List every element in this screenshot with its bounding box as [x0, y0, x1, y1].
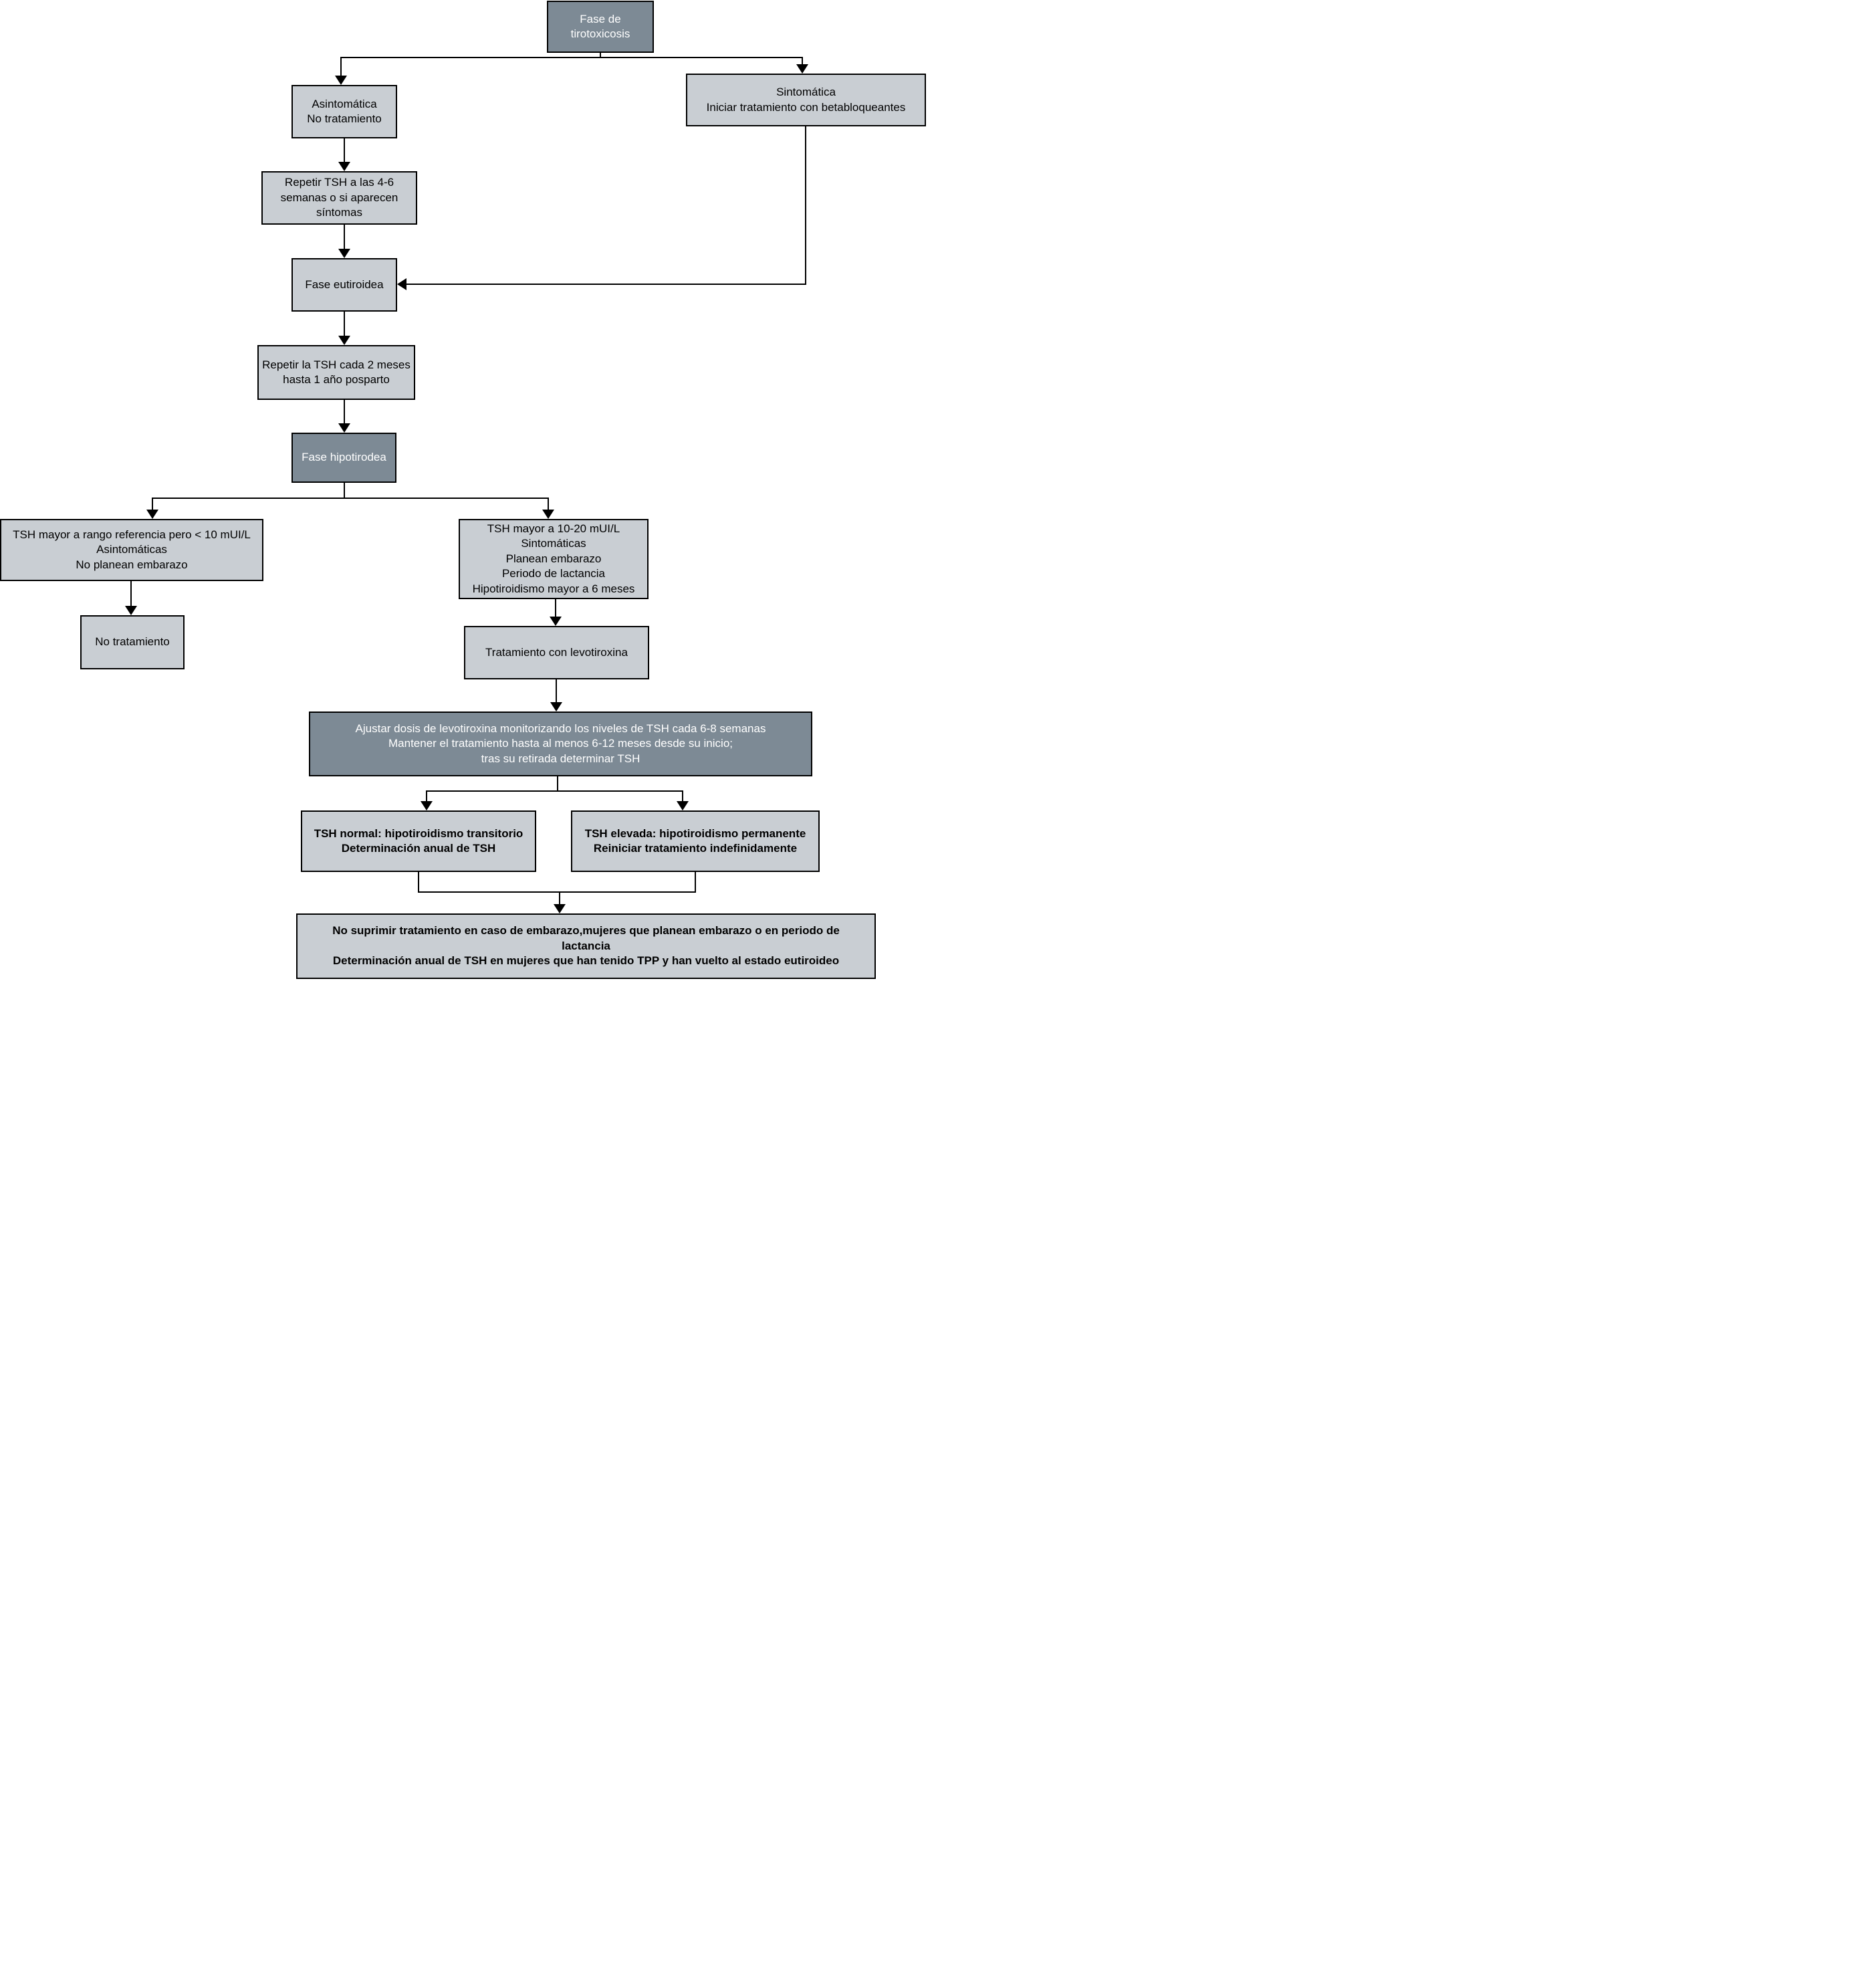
connector — [559, 891, 560, 905]
connector — [548, 498, 549, 511]
arrow-down-icon — [677, 801, 689, 810]
connector — [344, 225, 345, 250]
connector — [405, 284, 806, 285]
connector — [418, 872, 419, 893]
node-asintomatica: Asintomática No tratamiento — [291, 85, 397, 138]
connector — [556, 679, 557, 703]
node-repetir-tsh-4-6-semanas: Repetir TSH a las 4-6 semanas o si apare… — [261, 171, 417, 225]
connector — [555, 599, 556, 618]
arrow-down-icon — [421, 801, 433, 810]
node-sintomatica: Sintomática Iniciar tratamiento con beta… — [686, 74, 926, 126]
connector — [426, 790, 683, 792]
node-fase-tirotoxicosis: Fase de tirotoxicosis — [547, 1, 654, 53]
connector — [802, 57, 803, 66]
connector — [341, 57, 803, 58]
connector — [418, 891, 696, 893]
arrow-down-icon — [125, 606, 137, 615]
arrow-down-icon — [796, 64, 808, 74]
connector — [805, 126, 806, 284]
arrow-down-icon — [338, 336, 350, 345]
connector — [344, 138, 345, 163]
arrow-down-icon — [338, 162, 350, 171]
node-ajustar-dosis: Ajustar dosis de levotiroxina monitoriza… — [309, 712, 812, 776]
arrow-down-icon — [146, 510, 158, 519]
connector — [344, 400, 345, 425]
node-fase-eutiroidea: Fase eutiroidea — [291, 258, 397, 312]
connector — [152, 498, 549, 499]
node-tsh-10-20: TSH mayor a 10-20 mUI/L Sintomáticas Pla… — [459, 519, 649, 599]
arrow-down-icon — [338, 423, 350, 433]
connector — [130, 581, 132, 607]
arrow-down-icon — [554, 904, 566, 913]
connector — [695, 872, 696, 893]
connector — [344, 312, 345, 337]
node-tsh-normal: TSH normal: hipotiroidismo transitorio D… — [301, 810, 536, 872]
node-tratamiento-levotiroxina: Tratamiento con levotiroxina — [464, 626, 649, 679]
connector — [600, 53, 601, 58]
arrow-down-icon — [550, 617, 562, 626]
node-no-suprimir: No suprimir tratamiento en caso de embar… — [296, 913, 876, 979]
node-tsh-elevada: TSH elevada: hipotiroidismo permanente R… — [571, 810, 820, 872]
node-tsh-menor-10: TSH mayor a rango referencia pero < 10 m… — [0, 519, 263, 581]
arrow-left-icon — [397, 278, 406, 290]
node-no-tratamiento: No tratamiento — [80, 615, 185, 669]
node-fase-hipotirodea: Fase hipotirodea — [291, 433, 396, 483]
node-repetir-tsh-2-meses: Repetir la TSH cada 2 meses hasta 1 año … — [257, 345, 415, 400]
connector — [426, 790, 427, 802]
arrow-down-icon — [335, 76, 347, 85]
connector — [557, 776, 558, 792]
connector — [152, 498, 153, 511]
arrow-down-icon — [338, 249, 350, 258]
connector — [682, 790, 683, 802]
connector — [340, 57, 342, 77]
connector — [344, 483, 345, 499]
arrow-down-icon — [542, 510, 554, 519]
arrow-down-icon — [550, 702, 562, 712]
flowchart-canvas: Fase de tirotoxicosis Asintomática No tr… — [0, 0, 938, 983]
